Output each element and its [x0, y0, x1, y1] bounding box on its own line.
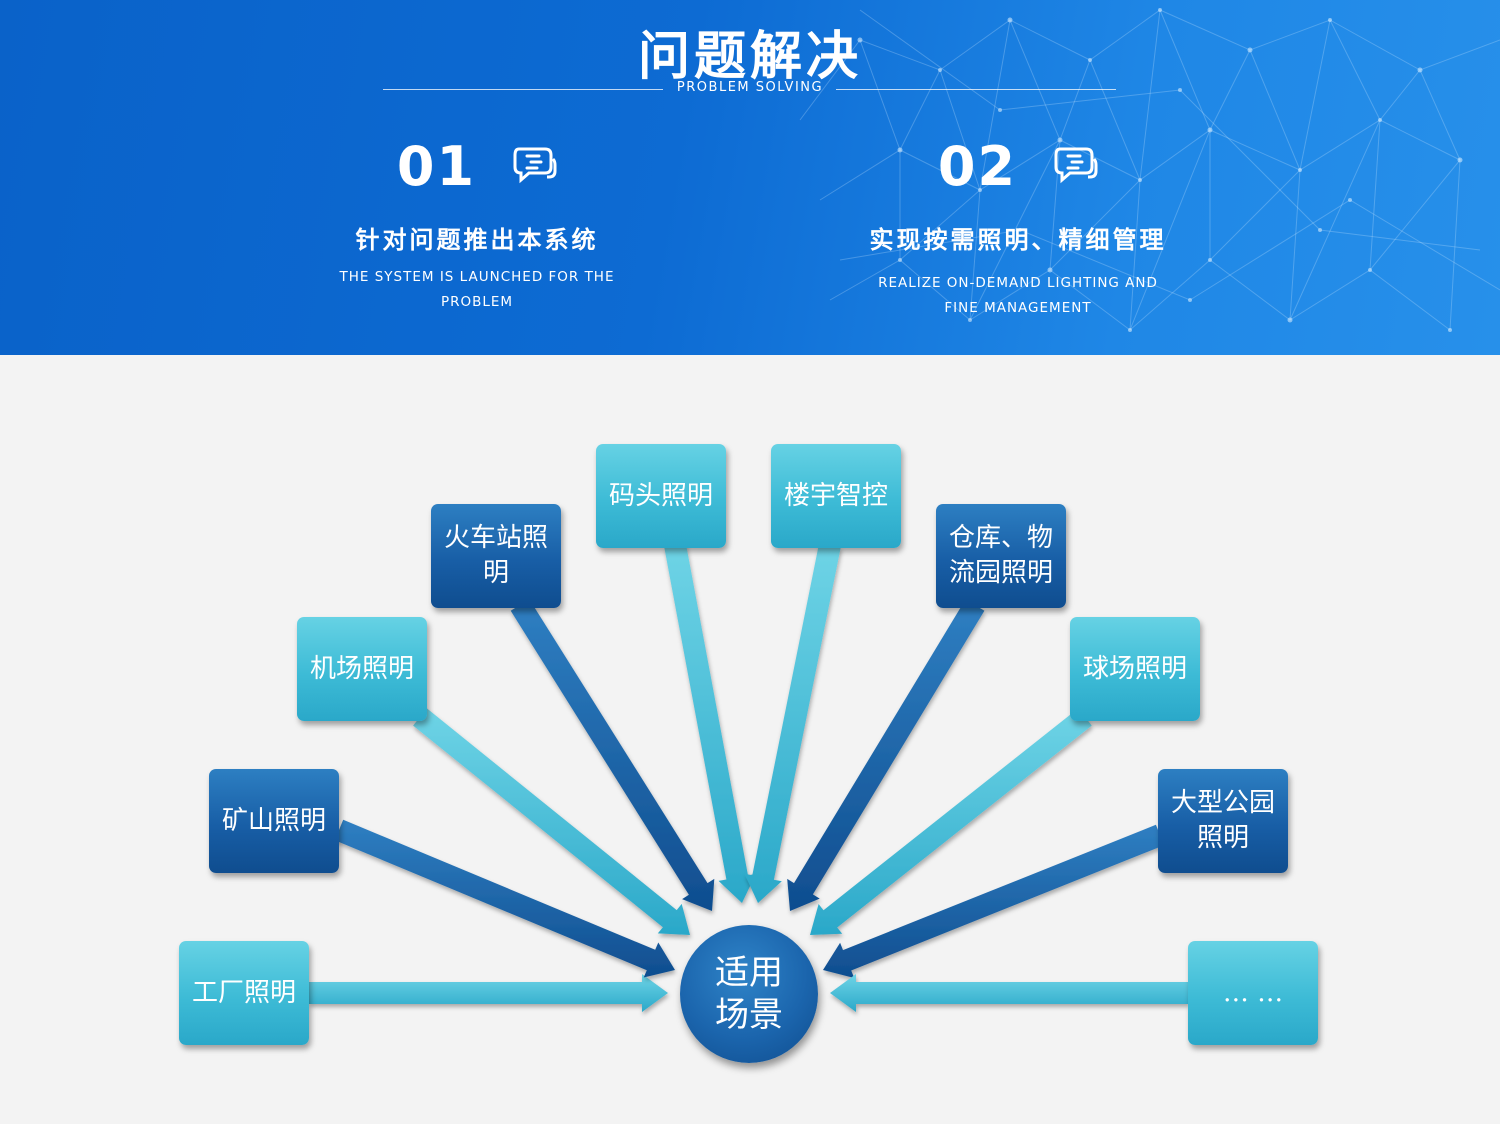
page-title: 问题解决 — [637, 27, 862, 87]
node-mine-lighting: 矿山照明 — [209, 769, 339, 873]
arrow-airport — [413, 708, 690, 935]
node-label: 大型公园照明 — [1170, 788, 1275, 853]
arrow-building — [744, 542, 841, 903]
node-label: 码头照明 — [608, 480, 713, 511]
arrow-wharf — [664, 543, 756, 903]
feature-number: 01 — [396, 135, 477, 198]
node-stadium-lighting: 球场照明 — [1070, 617, 1200, 721]
feature-01: 01 针对问题推出本系统 THE SYSTEM IS LAUNCHED FOR … — [337, 135, 617, 315]
connector-arrows — [309, 542, 1188, 1012]
feature-title-cn: 针对问题推出本系统 — [355, 226, 599, 254]
arrow-warehouse — [787, 599, 985, 911]
subtitle-divider-left — [383, 89, 663, 90]
node-wharf-lighting: 码头照明 — [596, 444, 726, 548]
subtitle-divider-right — [836, 89, 1116, 90]
feature-title-en: THE SYSTEM IS LAUNCHED FOR THE PROBLEM — [339, 269, 615, 310]
hub-application-scenarios: 适用场景 — [680, 925, 818, 1063]
node-label: 楼宇智控 — [783, 480, 888, 511]
arrow-more — [830, 974, 1188, 1012]
node-more: … … — [1188, 941, 1318, 1045]
feature-title-en: REALIZE ON-DEMAND LIGHTING AND FINE MANA… — [878, 275, 1158, 316]
feature-02: 02 实现按需照明、精细管理 REALIZE ON-DEMAND LIGHTIN… — [862, 135, 1174, 321]
node-airport-lighting: 机场照明 — [297, 617, 427, 721]
arrow-mine — [334, 819, 675, 978]
node-railway-station-lighting: 火车站照明 — [431, 504, 561, 608]
arrow-park — [823, 824, 1165, 978]
node-label: 工厂照明 — [191, 977, 296, 1008]
node-label: 仓库、物流园照明 — [948, 523, 1053, 588]
feature-number: 02 — [937, 135, 1018, 198]
node-label: … … — [1222, 977, 1284, 1008]
arrow-stadium — [810, 708, 1092, 935]
node-label: 机场照明 — [309, 653, 414, 684]
page-subtitle: PROBLEM SOLVING — [676, 80, 824, 95]
node-label: 球场照明 — [1082, 653, 1187, 684]
chat-bubble-icon — [513, 145, 557, 189]
arrow-railway — [510, 599, 715, 911]
node-factory-lighting: 工厂照明 — [179, 941, 309, 1045]
feature-title-cn: 实现按需照明、精细管理 — [869, 226, 1167, 254]
node-park-lighting: 大型公园照明 — [1158, 769, 1288, 873]
network-background-graphic — [799, 8, 1500, 332]
node-warehouse-logistics-lighting: 仓库、物流园照明 — [936, 504, 1066, 608]
chat-bubble-icon — [1054, 145, 1098, 189]
node-label: 火车站照明 — [443, 523, 548, 588]
node-label: 矿山照明 — [221, 805, 326, 836]
subtitle-row: PROBLEM SOLVING — [0, 80, 1500, 100]
application-scenarios-diagram: 适用场景 工厂照明 矿山照明 机场照明 火车站照明 码头照明 楼宇智控 仓库、物… — [0, 355, 1500, 1124]
problem-solving-banner: 问题解决 PROBLEM SOLVING 01 针对问题推出本系统 THE SY… — [0, 0, 1500, 355]
arrow-factory — [309, 974, 668, 1012]
hub-label: 适用场景 — [715, 953, 783, 1035]
node-building-control: 楼宇智控 — [771, 444, 901, 548]
